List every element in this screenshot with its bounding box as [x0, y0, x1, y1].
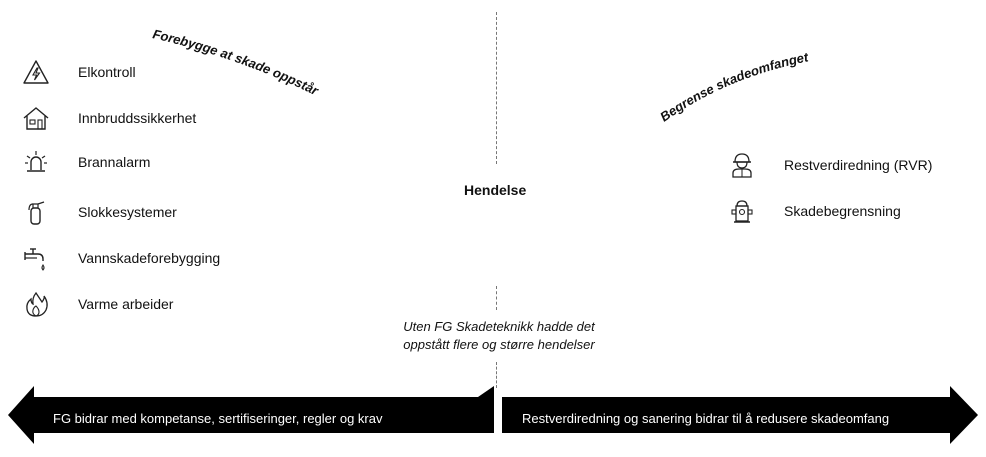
list-item-label: Vannskadeforebygging: [78, 250, 221, 266]
list-item-label: Elkontroll: [78, 64, 136, 80]
center-divider-bottom: [496, 286, 497, 310]
list-item-restverdiredning: Restverdiredning (RVR): [726, 149, 932, 181]
firefighter-icon: [726, 149, 758, 181]
flame-icon: [20, 288, 52, 320]
fire-extinguisher-icon: [20, 196, 52, 228]
right-arrow-text: Restverdiredning og sanering bidrar til …: [522, 411, 890, 426]
right-arrow: [502, 386, 978, 444]
list-item-slokkesystemer: Slokkesystemer: [20, 196, 177, 228]
list-item-label: Restverdiredning (RVR): [784, 157, 933, 173]
svg-text:Forebygge at skade oppstår: Forebygge at skade oppstår: [151, 26, 321, 98]
note-line-1: Uten FG Skadeteknikk hadde det: [403, 319, 595, 334]
list-item-label: Varme arbeider: [78, 296, 174, 312]
limit-heading: Begrense skadeomfanget: [657, 49, 810, 124]
house-icon: [20, 102, 52, 134]
prevent-heading: Forebygge at skade oppstår: [151, 26, 321, 98]
left-arrow: [8, 386, 494, 444]
event-label: Hendelse: [464, 182, 527, 198]
left-arrow-text: FG bidrar med kompetanse, sertifiseringe…: [53, 411, 383, 426]
list-item-label: Slokkesystemer: [78, 204, 177, 220]
list-item-brannalarm: Brannalarm: [20, 146, 150, 178]
arrows-graphic: [8, 386, 978, 444]
center-divider-lower: [496, 362, 497, 388]
list-item-innbruddssikkerhet: Innbruddssikkerhet: [20, 102, 196, 134]
curved-headings: Forebygge at skade oppstår Begrense skad…: [151, 26, 810, 124]
note: Uten FG Skadeteknikk hadde det oppstått …: [364, 318, 634, 354]
center-divider-top: [496, 12, 497, 164]
list-item-label: Innbruddssikkerhet: [78, 110, 197, 126]
list-item-vannskadeforebygging: Vannskadeforebygging: [20, 242, 220, 274]
list-item-skadebegrensning: Skadebegrensning: [726, 195, 901, 227]
alarm-siren-icon: [20, 146, 52, 178]
water-tap-icon: [20, 242, 52, 274]
left-arrow-head: [478, 386, 494, 397]
svg-text:Begrense skadeomfanget: Begrense skadeomfanget: [657, 49, 810, 124]
electrical-warning-icon: [20, 56, 52, 88]
list-item-elkontroll: Elkontroll: [20, 56, 136, 88]
fire-hydrant-icon: [726, 195, 758, 227]
list-item-varme-arbeider: Varme arbeider: [20, 288, 173, 320]
note-line-2: oppstått flere og større hendelser: [403, 337, 595, 352]
list-item-label: Skadebegrensning: [784, 203, 901, 219]
list-item-label: Brannalarm: [78, 154, 151, 170]
